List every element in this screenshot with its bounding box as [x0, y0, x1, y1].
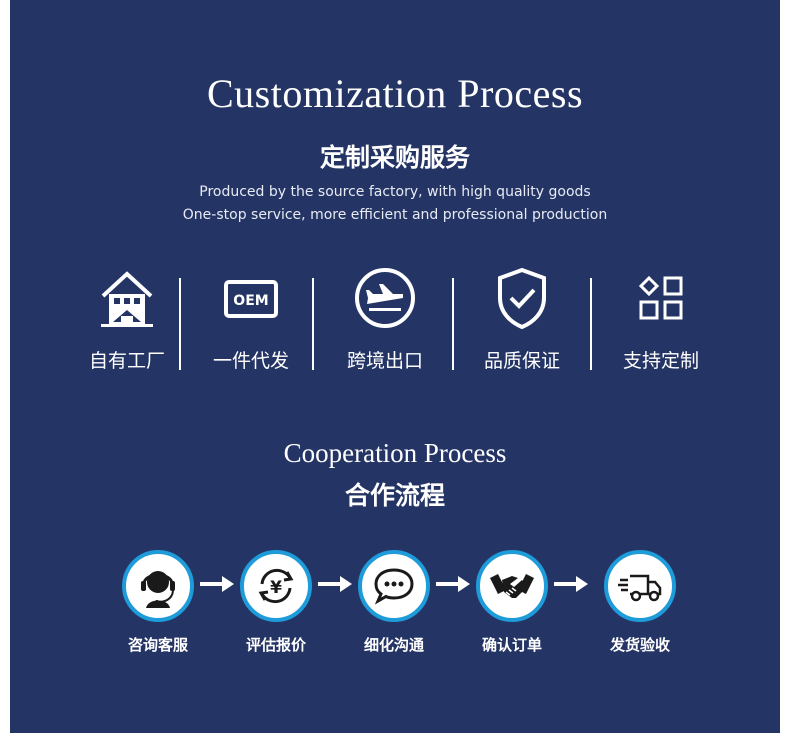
- delivery-truck-icon: [618, 574, 662, 602]
- step-circle: ¥: [240, 550, 312, 622]
- customization-panel: Customization Process 定制采购服务 Produced by…: [10, 0, 780, 733]
- step-label: 评估报价: [245, 636, 306, 654]
- headset-agent-icon: [141, 571, 175, 608]
- divider: [312, 278, 314, 370]
- feature-dropshipping: OEM 一件代发: [191, 262, 311, 374]
- subtitle-line-2: One-stop service, more efficient and pro…: [182, 207, 608, 223]
- divider: [590, 278, 592, 370]
- yen-refresh-icon: ¥: [258, 568, 294, 604]
- feature-own-factory: 自有工厂: [67, 262, 187, 374]
- page-title: Customization Process: [206, 71, 584, 116]
- step-circle: [358, 550, 430, 622]
- step-label: 发货验收: [609, 636, 670, 654]
- feature-label: 一件代发: [212, 350, 289, 372]
- airplane-icon: [355, 268, 415, 328]
- step-label: 细化沟通: [363, 636, 424, 654]
- oem-icon-text: OEM: [233, 293, 268, 309]
- step-circle: [604, 550, 676, 622]
- cooperation-title-chinese: 合作流程: [344, 481, 445, 510]
- step-evaluate-quote: ¥ 评估报价: [226, 550, 326, 660]
- feature-customization: 支持定制: [601, 262, 721, 374]
- step-confirm-order: 确认订单: [462, 550, 562, 660]
- step-circle: [476, 550, 548, 622]
- factory-building-icon: [101, 271, 153, 327]
- cooperation-steps: 咨询客服 ¥ 评估报价: [10, 550, 780, 660]
- oem-icon: OEM: [224, 280, 278, 318]
- feature-label: 自有工厂: [88, 350, 165, 372]
- feature-label: 跨境出口: [346, 350, 423, 372]
- arrow-right-icon: [318, 576, 352, 592]
- feature-cross-border-export: 跨境出口: [325, 262, 445, 374]
- arrow-right-icon: [554, 576, 588, 592]
- feature-label: 支持定制: [622, 350, 699, 372]
- handshake-icon: [490, 574, 534, 598]
- divider: [179, 278, 181, 370]
- cooperation-title: Cooperation Process: [283, 438, 507, 468]
- arrow-right-icon: [200, 576, 234, 592]
- chat-bubble-icon: [374, 568, 414, 605]
- step-ship-inspect: 发货验收: [590, 550, 690, 660]
- yen-icon-text: ¥: [270, 578, 282, 598]
- grid-blocks-icon: [638, 275, 683, 320]
- step-detailed-communication: 细化沟通: [344, 550, 444, 660]
- arrow-right-icon: [436, 576, 470, 592]
- shield-check-icon: [498, 267, 546, 330]
- subtitle-line-1: Produced by the source factory, with hig…: [199, 184, 591, 200]
- page-title-chinese: 定制采购服务: [319, 143, 470, 172]
- feature-label: 品质保证: [483, 350, 560, 372]
- step-consult-service: 咨询客服: [108, 550, 208, 660]
- feature-list: 自有工厂 OEM 一件代发 跨境出口: [10, 262, 780, 374]
- divider: [452, 278, 454, 370]
- step-label: 确认订单: [481, 636, 542, 654]
- step-circle: [122, 550, 194, 622]
- feature-quality-guarantee: 品质保证: [462, 262, 582, 374]
- step-label: 咨询客服: [127, 636, 188, 654]
